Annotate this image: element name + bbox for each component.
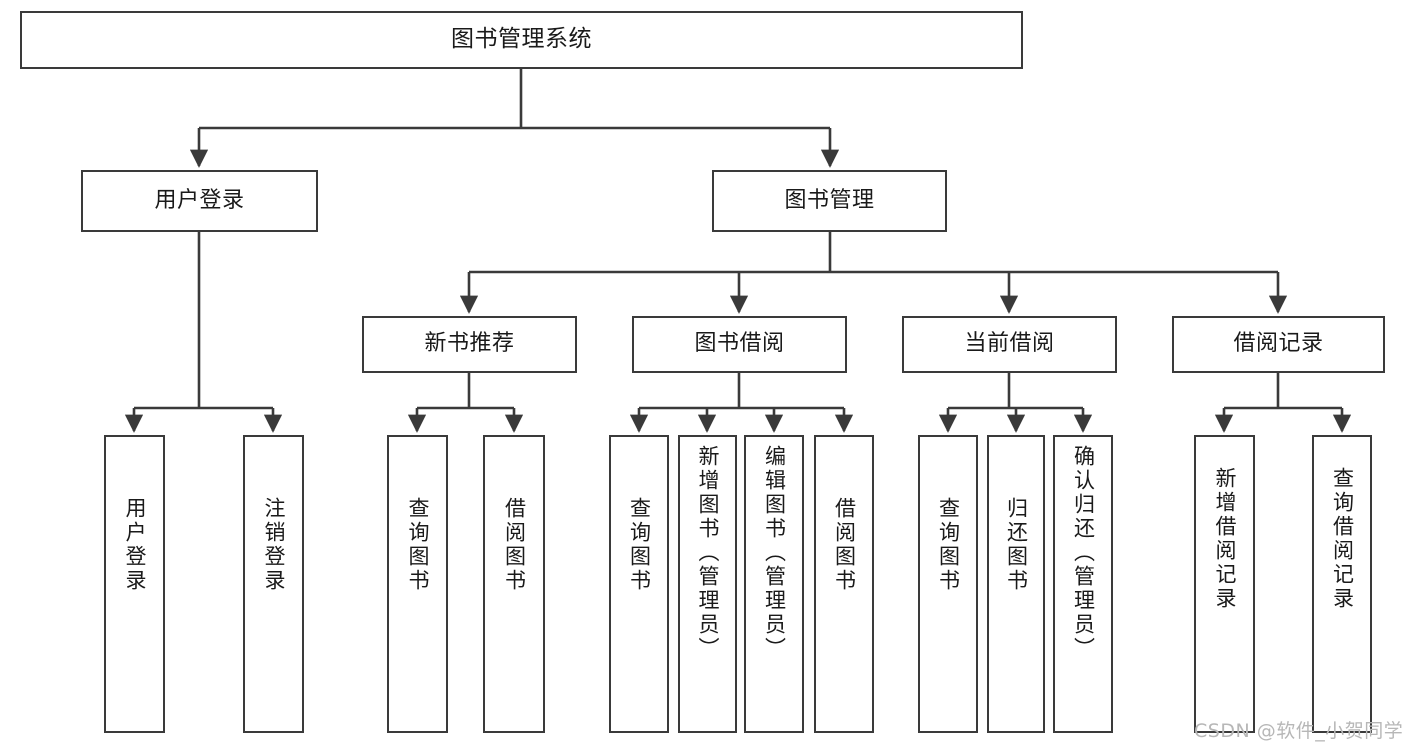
node-leaf-user-logout[interactable]: 注销登录 [243,435,304,733]
node-book-manage[interactable]: 图书管理 [712,170,947,232]
node-leaf-user-login[interactable]: 用户登录 [104,435,165,733]
node-label: 当前借阅 [964,331,1055,357]
node-label: 查询借阅记录 [1330,467,1355,611]
node-label: 查询图书 [936,497,961,593]
node-label: 借阅记录 [1233,331,1324,357]
node-label: 查询图书 [406,497,430,593]
node-label: 借阅图书 [502,497,527,593]
node-user-login[interactable]: 用户登录 [81,170,318,232]
node-leaf-edit-book[interactable]: 编辑图书（管理员） [744,435,804,733]
node-root[interactable]: 图书管理系统 [20,11,1023,69]
node-label: 新增图书（管理员） [696,445,720,661]
node-borrow-record[interactable]: 借阅记录 [1172,316,1385,373]
node-leaf-borrow-book-1[interactable]: 借阅图书 [483,435,545,733]
node-label: 图书管理 [784,187,875,213]
node-leaf-query-book-2[interactable]: 查询图书 [609,435,669,733]
node-leaf-add-record[interactable]: 新增借阅记录 [1194,435,1255,733]
node-label: 用户登录 [154,187,245,213]
node-label: 编辑图书（管理员） [762,445,787,661]
node-leaf-query-book-3[interactable]: 查询图书 [918,435,978,733]
node-label: 查询图书 [627,497,652,593]
node-current-borrow[interactable]: 当前借阅 [902,316,1117,373]
node-new-book-recommend[interactable]: 新书推荐 [362,316,577,373]
node-label: 图书借阅 [694,331,785,357]
node-book-borrow[interactable]: 图书借阅 [632,316,847,373]
node-leaf-add-book[interactable]: 新增图书（管理员） [678,435,737,733]
watermark: CSDN @软件_小贺同学 [1194,720,1404,742]
node-leaf-borrow-book-2[interactable]: 借阅图书 [814,435,874,733]
node-leaf-query-book-1[interactable]: 查询图书 [387,435,448,733]
node-label: 新书推荐 [424,331,515,357]
node-label: 确认归还（管理员） [1071,445,1096,661]
node-label: 注销登录 [262,497,286,593]
node-label: 新增借阅记录 [1213,467,1237,611]
node-leaf-confirm-return[interactable]: 确认归还（管理员） [1053,435,1113,733]
node-leaf-return-book[interactable]: 归还图书 [987,435,1045,733]
node-leaf-query-record[interactable]: 查询借阅记录 [1312,435,1372,733]
node-label: 归还图书 [1004,497,1029,593]
node-label: 图书管理系统 [451,26,592,53]
node-label: 借阅图书 [832,497,857,593]
node-label: 用户登录 [123,497,147,593]
